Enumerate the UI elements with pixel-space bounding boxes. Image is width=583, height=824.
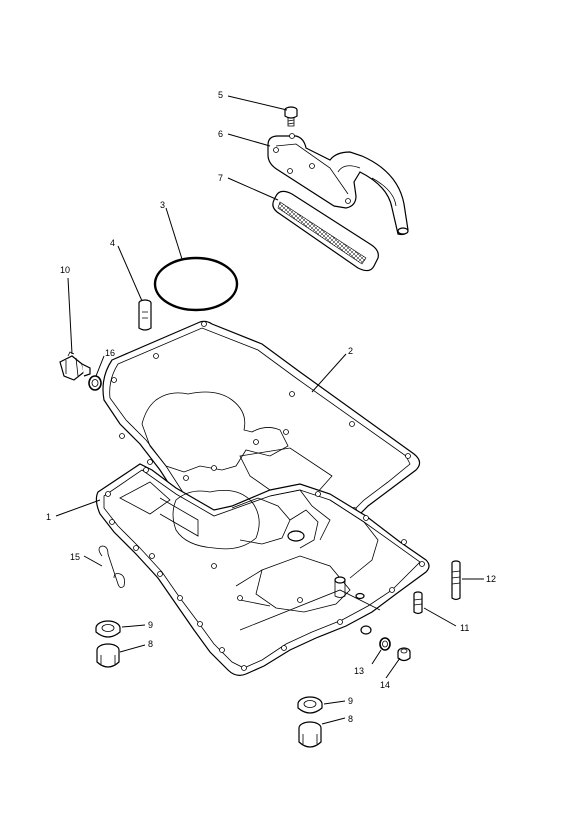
leader-11 <box>423 607 457 627</box>
part-16-washer <box>88 375 102 391</box>
callout-11: 11 <box>460 623 469 633</box>
leader-3 <box>165 207 183 260</box>
leader-8a <box>119 644 146 653</box>
leader-8b <box>321 717 346 725</box>
leader-14 <box>385 657 401 679</box>
callout-16: 16 <box>105 348 115 358</box>
leader-16 <box>95 355 105 377</box>
callout-4: 4 <box>110 238 115 248</box>
callout-14: 14 <box>380 680 390 690</box>
part-11-short-bolt <box>413 591 423 615</box>
callout-5: 5 <box>218 90 223 100</box>
callout-8a: 8 <box>148 639 153 649</box>
part-1-sump-pan <box>95 463 430 676</box>
callout-13: 13 <box>354 666 364 676</box>
leader-9b <box>323 700 346 705</box>
leader-4 <box>117 245 143 302</box>
part-13-washer <box>379 637 391 651</box>
leader-10 <box>67 277 73 355</box>
callout-8b: 8 <box>348 714 353 724</box>
callout-3: 3 <box>160 200 165 210</box>
callout-2: 2 <box>348 346 353 356</box>
leader-2 <box>311 353 347 393</box>
part-8-plug-left <box>96 643 120 668</box>
part-12-long-bolt <box>451 560 461 601</box>
leader-15 <box>83 555 103 567</box>
leader-13 <box>371 649 382 665</box>
leader-6 <box>227 133 271 147</box>
part-15-clip <box>98 545 125 588</box>
part-8-plug-right <box>298 721 322 748</box>
part-4-spacer <box>138 299 152 331</box>
callout-9a: 9 <box>148 620 153 630</box>
callout-7: 7 <box>218 173 223 183</box>
callout-9b: 9 <box>348 696 353 706</box>
part-3-o-ring <box>153 256 239 312</box>
part-7-strainer <box>272 190 379 272</box>
part-14-plug <box>397 647 411 662</box>
leader-9a <box>121 624 146 628</box>
callout-1: 1 <box>46 512 51 522</box>
leader-1 <box>55 499 101 517</box>
leader-5 <box>227 95 288 111</box>
part-5-bolt <box>284 106 298 127</box>
callout-15: 15 <box>70 552 80 562</box>
callout-6: 6 <box>218 129 223 139</box>
part-10-sensor <box>59 351 91 381</box>
callout-12: 12 <box>486 574 496 584</box>
part-9-washer-right <box>297 696 323 714</box>
leader-7 <box>227 177 279 201</box>
leader-lines <box>55 95 484 725</box>
part-9-washer-left <box>95 620 121 638</box>
callout-10: 10 <box>60 265 70 275</box>
callouts: 5 6 7 3 4 10 16 2 1 15 9 8 9 8 13 14 12 … <box>46 90 496 724</box>
part-6-pickup-tube <box>267 133 409 236</box>
